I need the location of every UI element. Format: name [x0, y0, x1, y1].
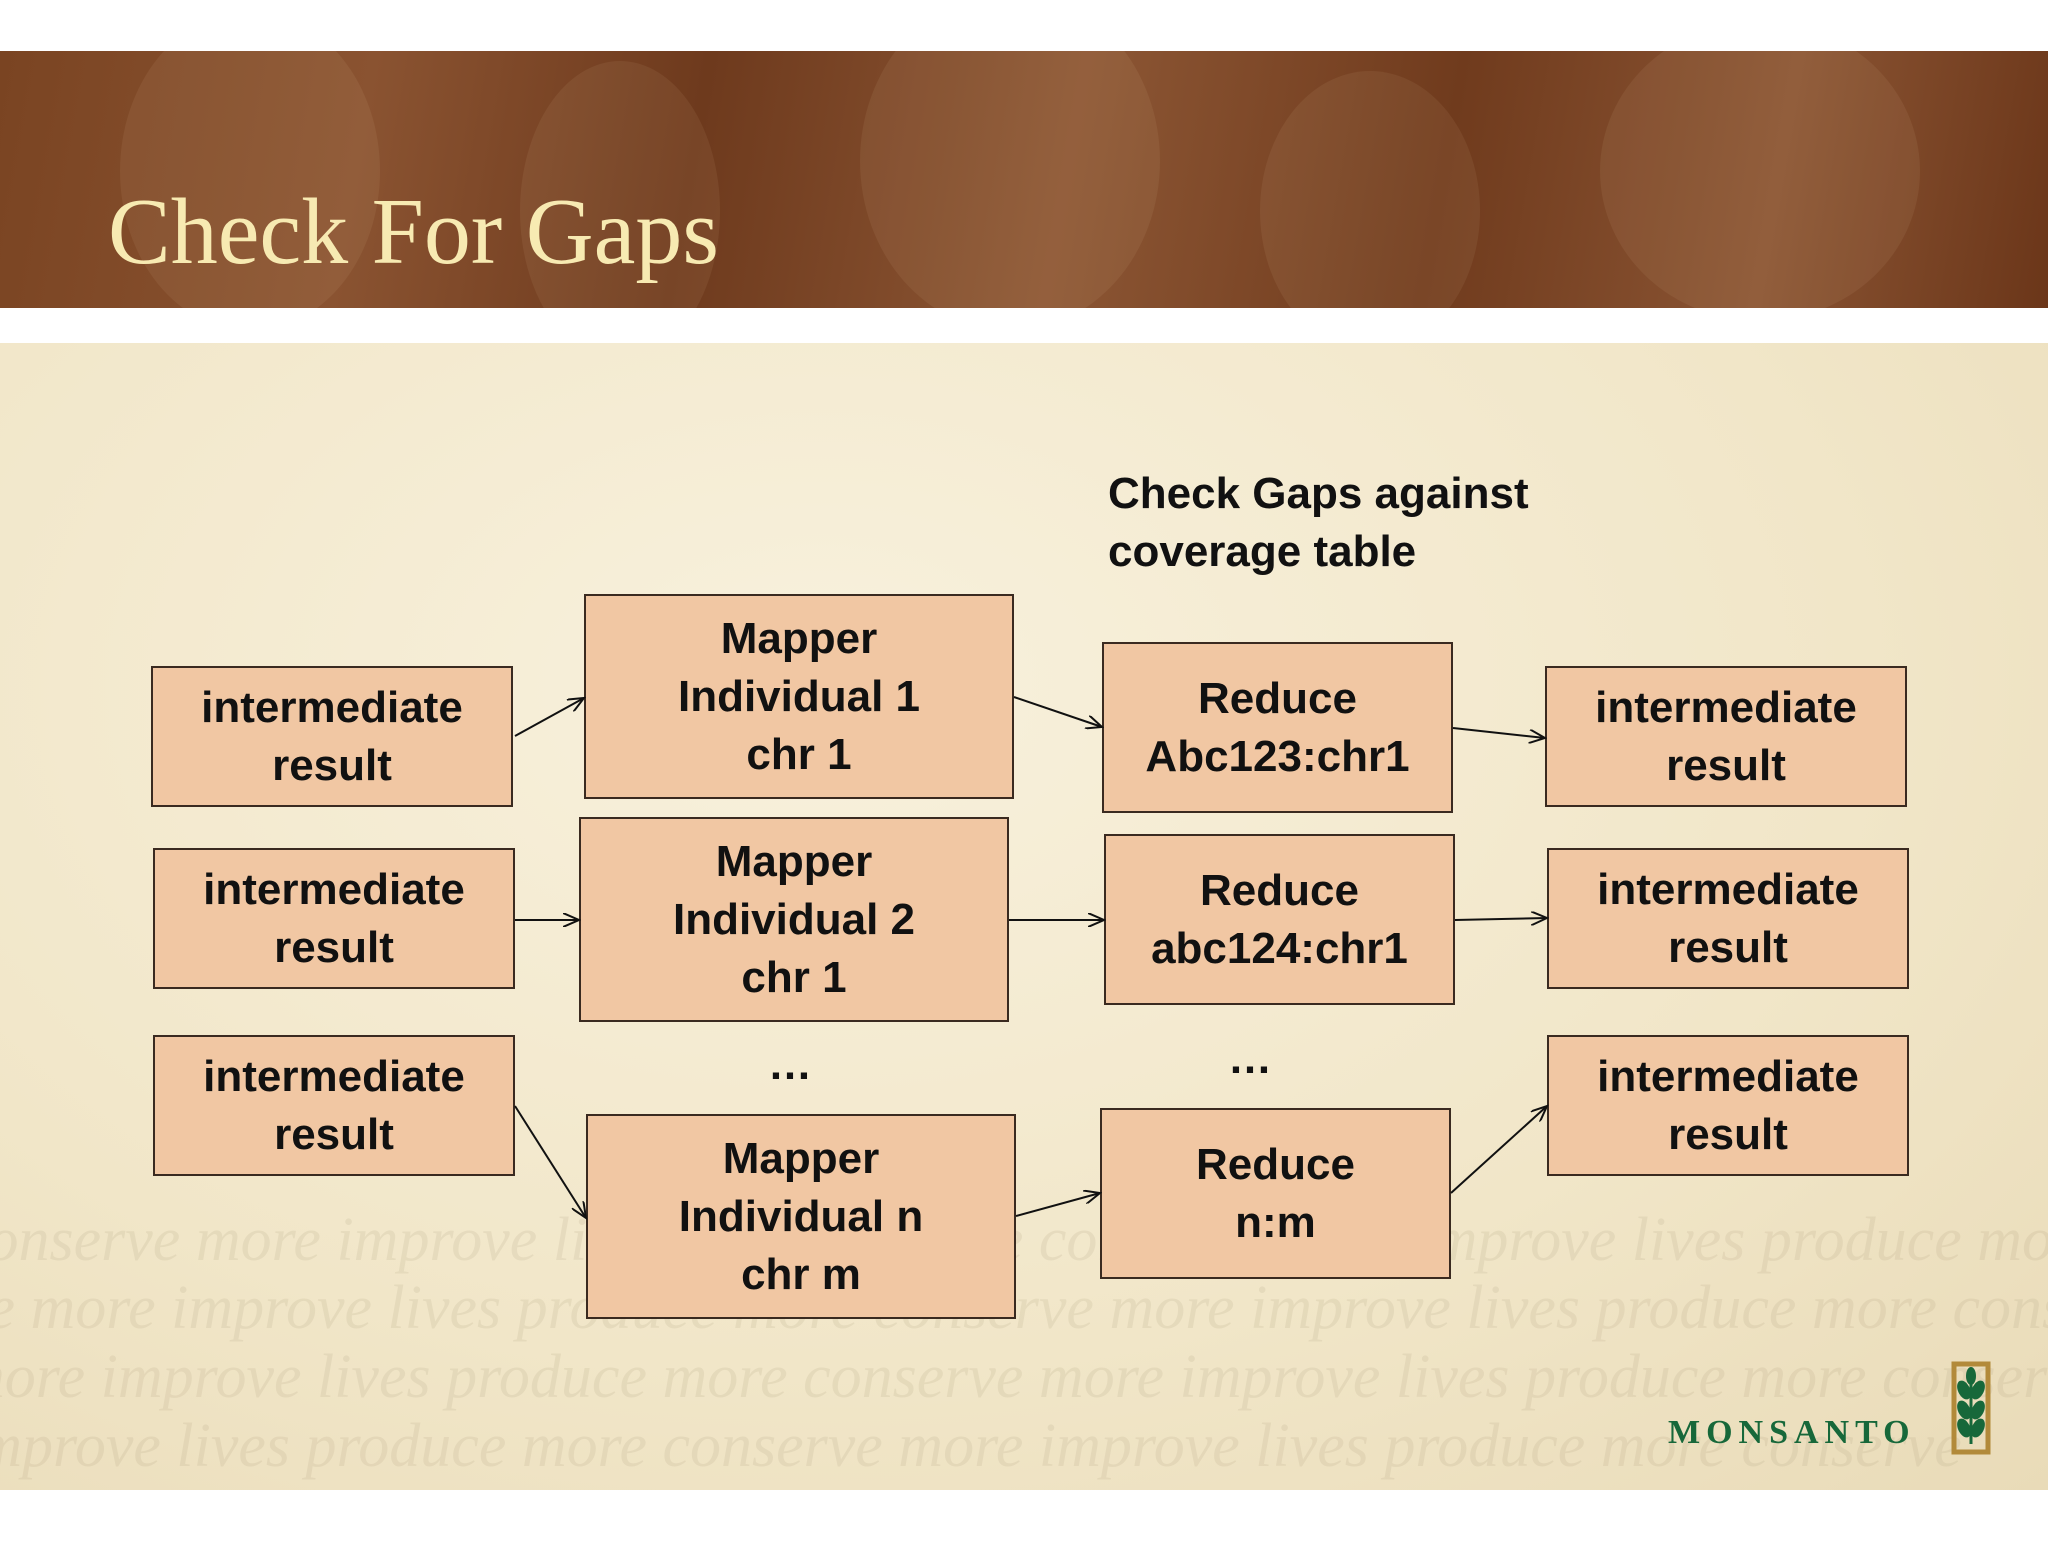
arrow-input3-mapper3 — [514, 1105, 586, 1218]
output-result-box: intermediate result — [1545, 666, 1907, 807]
watermark-line: ve more improve lives produce more conse… — [0, 1274, 2048, 1342]
reducer-ellipsis: … — [1228, 1034, 1272, 1083]
arrow-mapper1-reducer1 — [1013, 696, 1102, 727]
mapper-box: Mapper Individual n chr m — [586, 1114, 1016, 1319]
header-banner — [0, 51, 2048, 308]
arrow-reducer1-output1 — [1452, 727, 1545, 738]
mapper-box: Mapper Individual 2 chr 1 — [579, 817, 1009, 1022]
mapper-box: Mapper Individual 1 chr 1 — [584, 594, 1014, 799]
slide-title: Check For Gaps — [108, 180, 719, 284]
arrow-input1-mapper1 — [514, 698, 584, 737]
input-result-box: intermediate result — [153, 848, 515, 989]
reducer-box: Reduce n:m — [1100, 1108, 1451, 1279]
watermark-line: more improve lives produce more conserve… — [0, 1343, 2048, 1411]
reducer-box: Reduce abc124:chr1 — [1104, 834, 1455, 1005]
logo-wordmark: MONSANTO — [1668, 1414, 1916, 1451]
output-result-box: intermediate result — [1547, 848, 1909, 989]
output-result-box: intermediate result — [1547, 1035, 1909, 1176]
wheat-emblem-icon — [1951, 1361, 1991, 1455]
monsanto-logo: MONSANTO — [1668, 1360, 1998, 1470]
arrow-reducer2-output2 — [1454, 918, 1547, 920]
arrow-mapper3-reducer3 — [1015, 1193, 1100, 1217]
arrow-reducer3-output3 — [1450, 1106, 1547, 1194]
watermark-line: conserve more improve lives produce more… — [0, 1206, 2048, 1274]
input-result-box: intermediate result — [153, 1035, 515, 1176]
input-result-box: intermediate result — [151, 666, 513, 807]
watermark-line: improve lives produce more conserve more… — [0, 1412, 1962, 1480]
mapper-ellipsis: … — [768, 1040, 812, 1089]
reducer-box: Reduce Abc123:chr1 — [1102, 642, 1453, 813]
coverage-note: Check Gaps against coverage table — [1108, 469, 1529, 576]
